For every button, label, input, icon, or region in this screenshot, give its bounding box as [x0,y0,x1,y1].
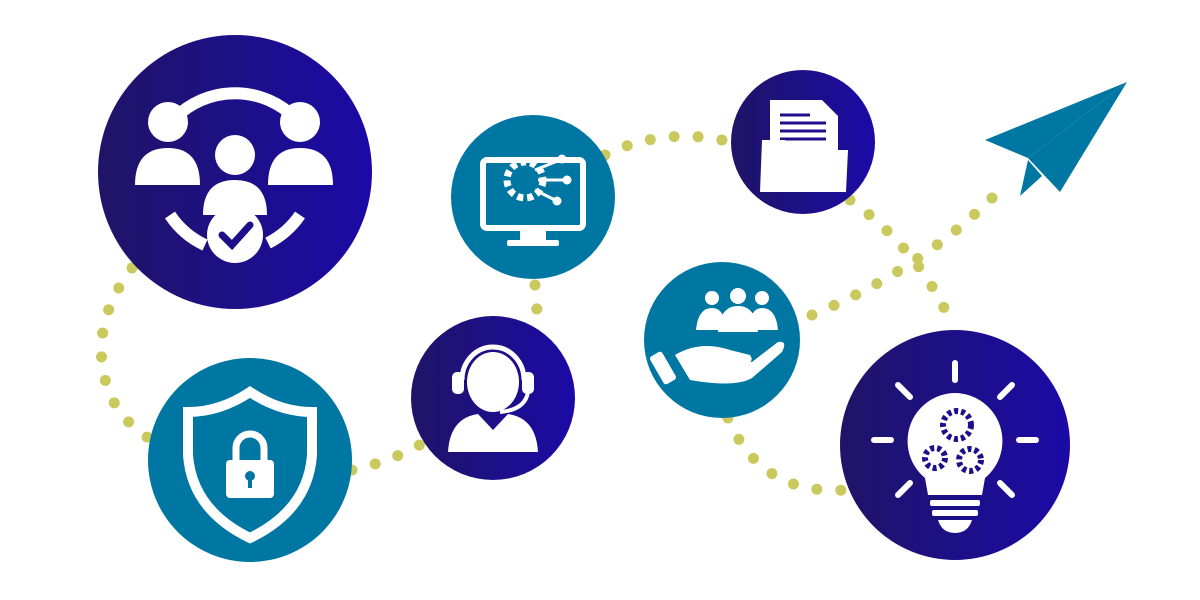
monitor-gear-circuit-icon [451,115,615,279]
shield-lock-icon [148,358,352,562]
paper-plane-icon [985,82,1127,196]
lightbulb-gears-icon [840,330,1070,560]
customer-support-headset-icon [411,316,575,480]
dotted-path [95,130,1001,496]
hand-people-care-icon [644,262,800,418]
folder-documents-icon [731,70,875,214]
team-check-icon [98,35,372,309]
